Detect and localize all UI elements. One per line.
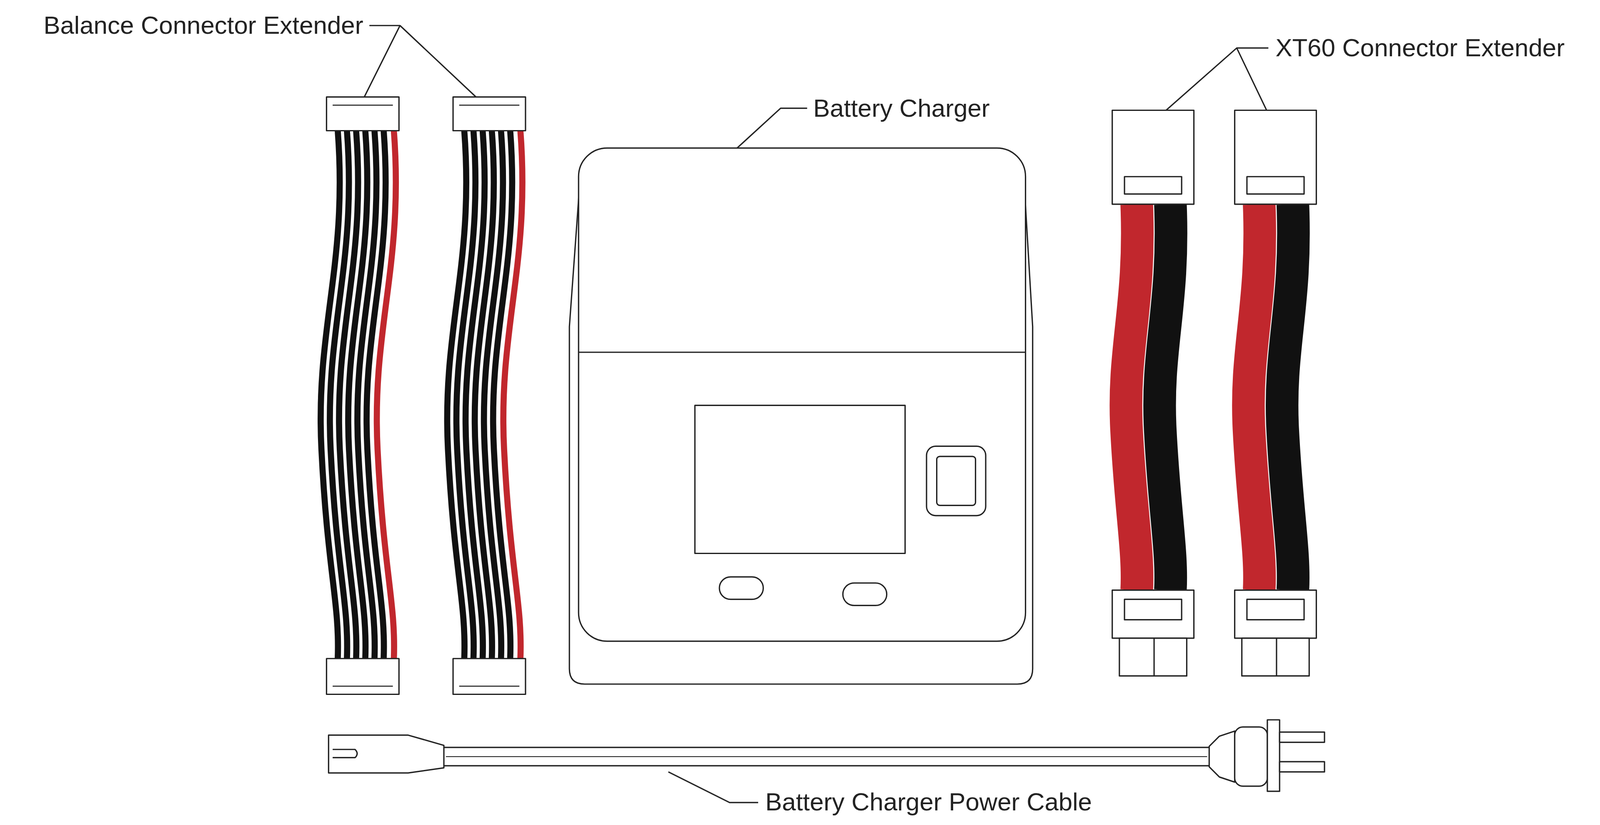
charger-front — [578, 147, 1026, 642]
part-label: Battery Charger — [813, 95, 990, 121]
xt60-wire — [1159, 204, 1171, 591]
xt60-plug — [1234, 590, 1317, 639]
balance-plug — [326, 658, 399, 695]
xt60-plug — [1112, 590, 1195, 639]
balance-plug-line — [459, 685, 520, 687]
plug-strain — [1209, 731, 1235, 782]
balance-plug — [326, 97, 399, 131]
cable-socket-slot — [332, 749, 358, 758]
xt60-wire — [1126, 204, 1138, 591]
xt60-slot — [1124, 599, 1182, 620]
charger-dial — [926, 445, 986, 516]
xt60-extender — [1112, 110, 1195, 677]
cable-seam — [445, 756, 1207, 757]
plug-prong — [1279, 731, 1325, 742]
part-label: Battery Charger Power Cable — [765, 789, 1092, 815]
charger-seam — [578, 351, 1026, 353]
leader-line — [668, 771, 759, 803]
balance-extender — [447, 97, 526, 695]
balance-wire — [376, 130, 396, 659]
balance-plug-line — [332, 685, 393, 687]
xt60-pins — [1119, 638, 1187, 677]
xt60-wire — [1248, 204, 1260, 591]
xt60-pins — [1241, 638, 1310, 677]
balance-wire — [503, 130, 523, 659]
charger-button — [842, 583, 887, 606]
xt60-extender — [1234, 110, 1317, 677]
xt60-plug — [1234, 110, 1317, 205]
plug-plate — [1267, 719, 1280, 792]
balance-extender — [320, 97, 399, 695]
plug-prong — [1279, 761, 1325, 772]
xt60-plug — [1112, 110, 1195, 205]
balance-plug — [453, 658, 526, 695]
xt60-slot — [1246, 599, 1305, 620]
xt60-divider — [1153, 638, 1155, 677]
xt60-wire — [1282, 204, 1294, 591]
leader-line — [360, 25, 400, 106]
xt60-divider — [1275, 638, 1277, 677]
charger-screen — [694, 405, 905, 554]
plug-body — [1234, 726, 1267, 787]
charger-button — [719, 576, 764, 600]
leader-line — [400, 25, 485, 106]
balance-plug-line — [332, 104, 393, 106]
cable-outline — [443, 747, 1210, 766]
xt60-slot — [1124, 176, 1182, 195]
leader-lines — [360, 25, 1274, 803]
power-cable — [328, 719, 1325, 792]
part-label: Balance Connector Extender — [43, 12, 364, 38]
charger-dial-inner — [936, 456, 976, 506]
xt60-slot — [1246, 176, 1305, 195]
part-label: XT60 Connector Extender — [1275, 35, 1565, 61]
cable-socket — [328, 734, 444, 773]
battery-charger — [569, 147, 1033, 684]
balance-plug — [453, 97, 526, 131]
balance-plug-line — [459, 104, 520, 106]
